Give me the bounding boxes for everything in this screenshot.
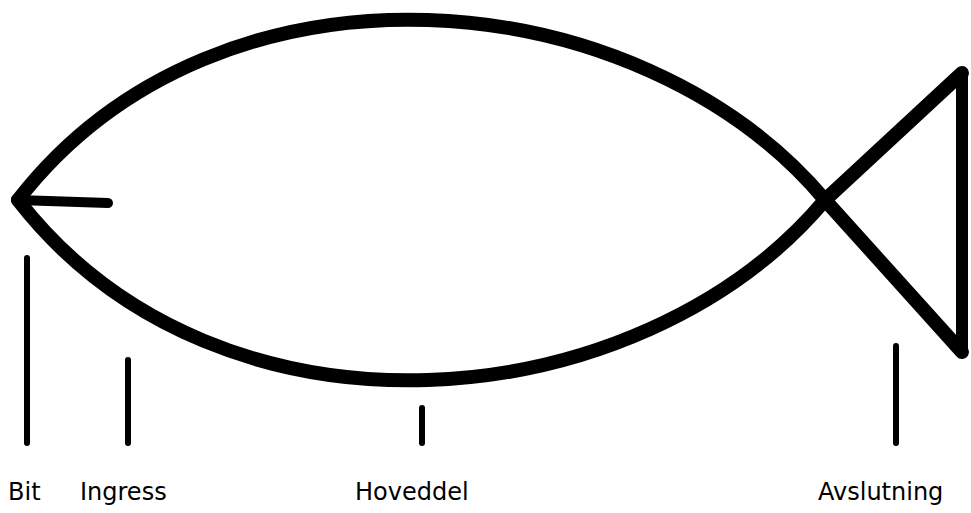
fish-mouth [18,200,108,203]
fish-tail-edge [956,73,968,352]
tick-line [24,258,30,443]
tick-line [419,408,425,443]
section-label: Hoveddel [355,478,469,507]
section-label: Ingress [80,478,167,507]
section-label: Bit [8,478,41,507]
section-label: Avslutning [818,478,943,507]
fish-upper-body [18,20,962,352]
tick-line [893,346,899,443]
tick-line [125,360,131,443]
fish-lower-body [18,73,962,380]
